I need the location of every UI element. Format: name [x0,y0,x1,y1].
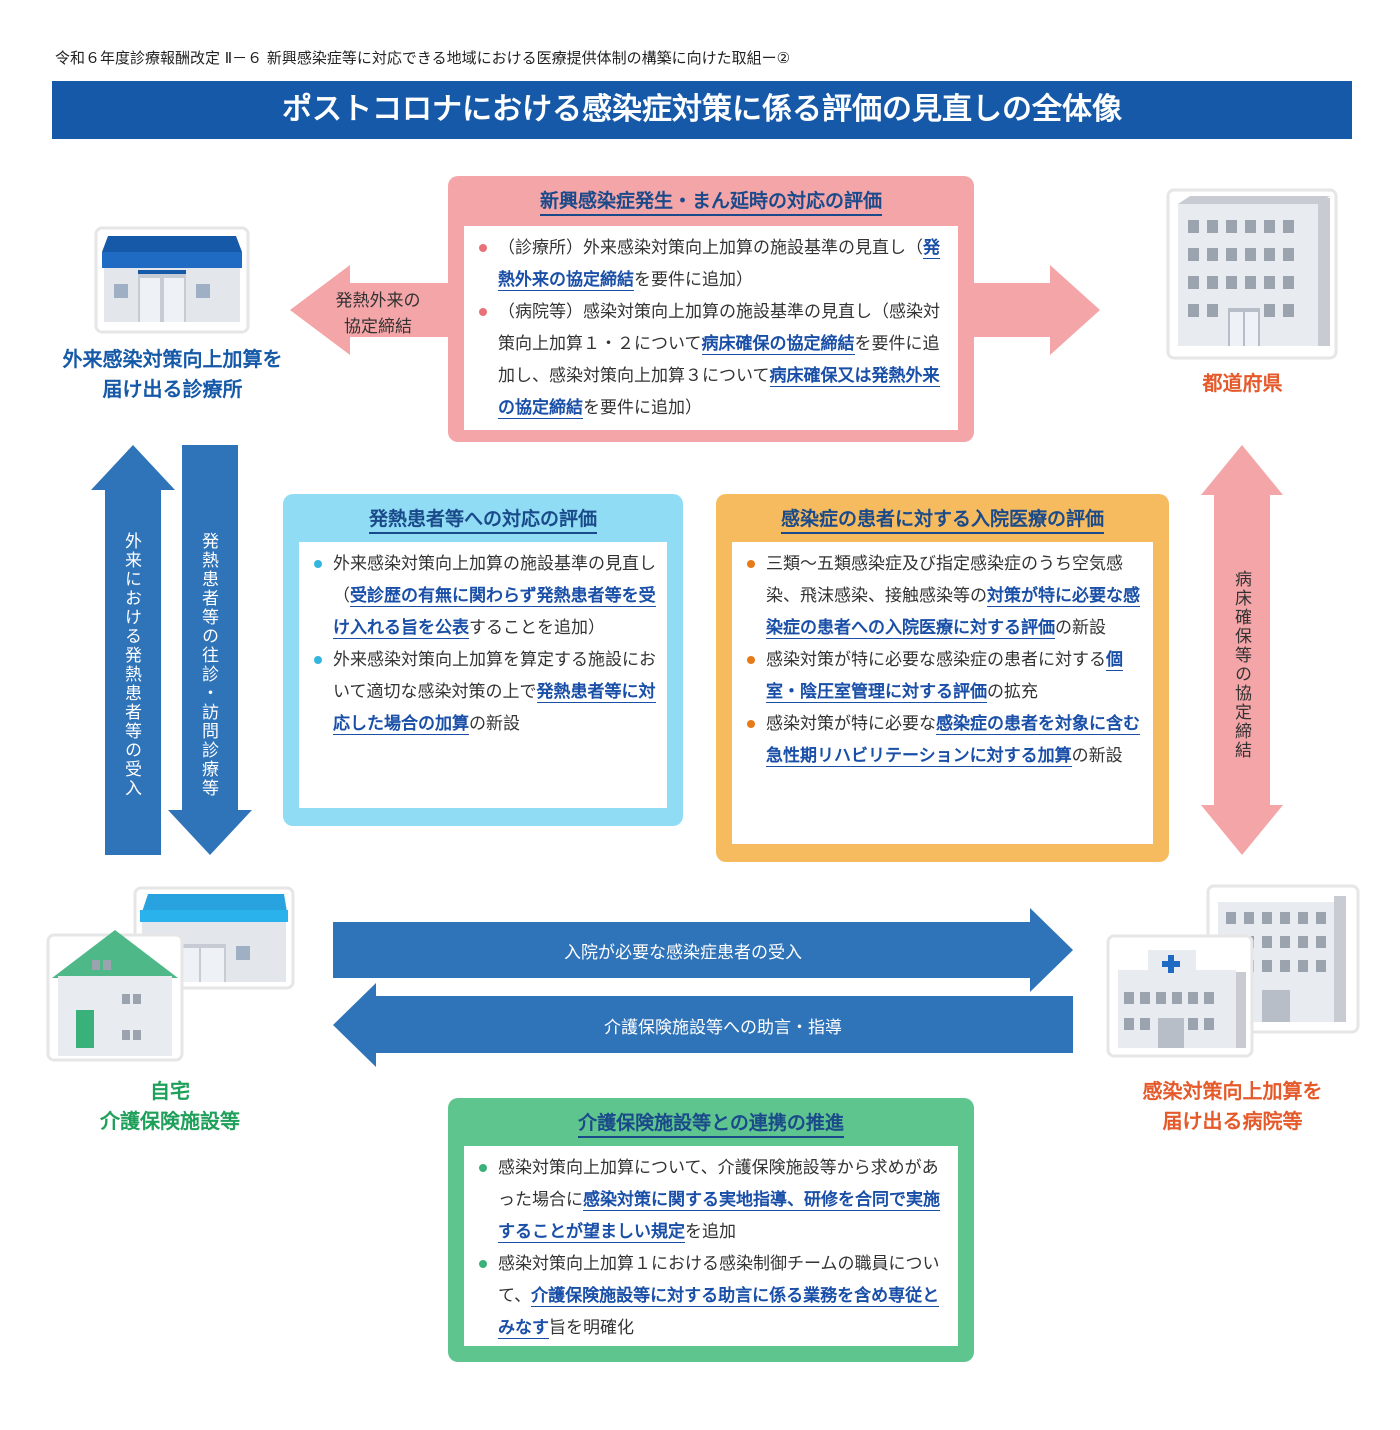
body-text: を要件に追加） [634,270,753,290]
page-title: ポストコロナにおける感染症対策に係る評価の見直しの全体像 [52,81,1352,139]
body-text: 外来感染対策向上加算を算定する施設において適切な感染対策の上で [333,650,656,702]
body-text: 感染対策が特に必要な感染症の患者に対する [766,650,1106,670]
outpatient-accept-label: 外来における発熱患者等の受入 [121,532,141,798]
home-visit-label: 発熱患者等の往診・訪問診療等 [198,532,218,798]
body-text: の新設 [469,714,520,734]
body-text: 三類～五類感染症及び指定感染症のうち空気感染、飛沫感染、接触感染等の [766,554,1123,606]
list-item: （病院等）感染対策向上加算の施設基準の見直し（感染対策向上加算１・２について病床… [476,296,948,424]
emerging-response-title: 新興感染症発生・まん延時の対応の評価 [448,186,974,216]
home-visit-arrow [168,445,252,855]
list-item: （診療所）外来感染対策向上加算の施設基準の見直し（発熱外来の協定締結を要件に追加… [476,232,948,296]
fever-response-list: 外来感染対策向上加算の施設基準の見直し（受診歴の有無に関わらず発熱患者等を受け入… [299,542,667,808]
care-facility-list: 感染対策向上加算について、介護保険施設等から求めがあった場合に感染対策に関する実… [464,1146,958,1346]
highlight-text: 感染症の患者を対象に含む急性期リハビリテーションに対する加算 [766,714,1140,767]
emerging-response-list: （診療所）外来感染対策向上加算の施設基準の見直し（発熱外来の協定締結を要件に追加… [464,226,958,430]
highlight-text: 発熱患者等に対応した場合の加算 [333,682,656,735]
list-item: 三類～五類感染症及び指定感染症のうち空気感染、飛沫感染、接触感染等の対策が特に必… [744,548,1143,644]
care-advice-arrow [333,983,1073,1067]
body-text: （診療所）外来感染対策向上加算の施設基準の見直し（ [498,238,923,258]
fever-agreement-arrow-right [960,265,1100,355]
highlight-text: 病床確保の協定締結 [701,334,855,355]
emerging-response-box: 新興感染症発生・まん延時の対応の評価 （診療所）外来感染対策向上加算の施設基準の… [448,176,974,442]
inpatient-care-list: 三類～五類感染症及び指定感染症のうち空気感染、飛沫感染、接触感染等の対策が特に必… [732,542,1153,844]
care-facility-box: 介護保険施設等との連携の推進 感染対策向上加算について、介護保険施設等から求めが… [448,1098,974,1362]
body-text: することを追加） [469,618,605,638]
inpatient-care-title: 感染症の患者に対する入院医療の評価 [716,504,1169,534]
care-advice-label: 介護保険施設等への助言・指導 [604,1018,842,1038]
inpatient-care-box: 感染症の患者に対する入院医療の評価 三類～五類感染症及び指定感染症のうち空気感染… [716,494,1169,862]
list-item: 外来感染対策向上加算を算定する施設において適切な感染対策の上で発熱患者等に対応し… [311,644,657,740]
home-facility-icon [46,886,295,1062]
list-item: 感染対策向上加算について、介護保険施設等から求めがあった場合に感染対策に関する実… [476,1152,948,1248]
fever-response-box: 発熱患者等への対応の評価 外来感染対策向上加算の施設基準の見直し（受診歴の有無に… [283,494,683,826]
page-subtitle: 令和６年度診療報酬改定 Ⅱ－６ 新興感染症等に対応できる地域における医療提供体制… [55,49,791,67]
highlight-text: 感染対策に関する実地指導、研修を合同で実施することが望ましい規定 [498,1190,940,1243]
body-text: 感染対策向上加算１における感染制御チームの職員について、 [498,1254,940,1306]
body-text: 旨を明確化 [549,1318,634,1338]
highlight-text: 対策が特に必要な感染症の患者への入院医療に対する評価 [766,586,1140,639]
body-text: を要件に追加） [583,398,702,418]
fever-response-title: 発熱患者等への対応の評価 [283,504,683,534]
list-item: 感染対策が特に必要な感染症の患者に対する個室・陰圧室管理に対する評価の拡充 [744,644,1143,708]
highlight-text: 介護保険施設等に対する助言に係る業務を含め専従とみなす [498,1286,940,1339]
bed-agreement-label: 病床確保等の協定締結 [1231,570,1251,760]
highlight-text: 発熱外来の協定締結 [498,238,940,291]
outpatient-accept-arrow [91,445,175,855]
body-text: 感染対策が特に必要な [766,714,936,734]
list-item: 外来感染対策向上加算の施設基準の見直し（受診歴の有無に関わらず発熱患者等を受け入… [311,548,657,644]
admission-accept-arrow [333,908,1073,992]
admission-accept-label: 入院が必要な感染症患者の受入 [564,943,802,963]
prefecture-building-icon [1166,188,1338,360]
highlight-text: 個室・陰圧室管理に対する評価 [766,650,1123,703]
home-label: 自宅 介護保険施設等 [100,1079,240,1133]
hospital-icon [1106,884,1360,1058]
highlight-text: 病床確保又は発熱外来の協定締結 [498,366,940,419]
fever-agreement-label: 発熱外来の 協定締結 [335,291,421,337]
body-text: の新設 [1071,746,1123,766]
list-item: 感染対策向上加算１における感染制御チームの職員について、介護保険施設等に対する助… [476,1248,948,1344]
body-text: を要件に追加し、感染対策向上加算３について [498,334,940,386]
body-text: の拡充 [987,682,1038,702]
care-facility-title: 介護保険施設等との連携の推進 [448,1108,974,1138]
body-text: （病院等）感染対策向上加算の施設基準の見直し（感染対策向上加算１・２について [498,302,940,354]
prefecture-label: 都道府県 [1202,371,1283,395]
fever-agreement-arrow-left [290,265,460,355]
body-text: 感染対策向上加算について、介護保険施設等から求めがあった場合に [498,1158,939,1210]
clinic-icon [94,226,250,334]
highlight-text: 受診歴の有無に関わらず発熱患者等を受け入れる旨を公表 [333,586,656,639]
list-item: 感染対策が特に必要な感染症の患者を対象に含む急性期リハビリテーションに対する加算… [744,708,1143,772]
bed-agreement-arrow [1201,445,1283,855]
body-text: を追加 [685,1222,736,1242]
hospital-label: 感染対策向上加算を 届け出る病院等 [1142,1079,1323,1133]
clinic-label: 外来感染対策向上加算を 届け出る診療所 [62,347,283,401]
body-text: の新設 [1055,618,1106,638]
body-text: 外来感染対策向上加算の施設基準の見直し（ [333,554,656,606]
